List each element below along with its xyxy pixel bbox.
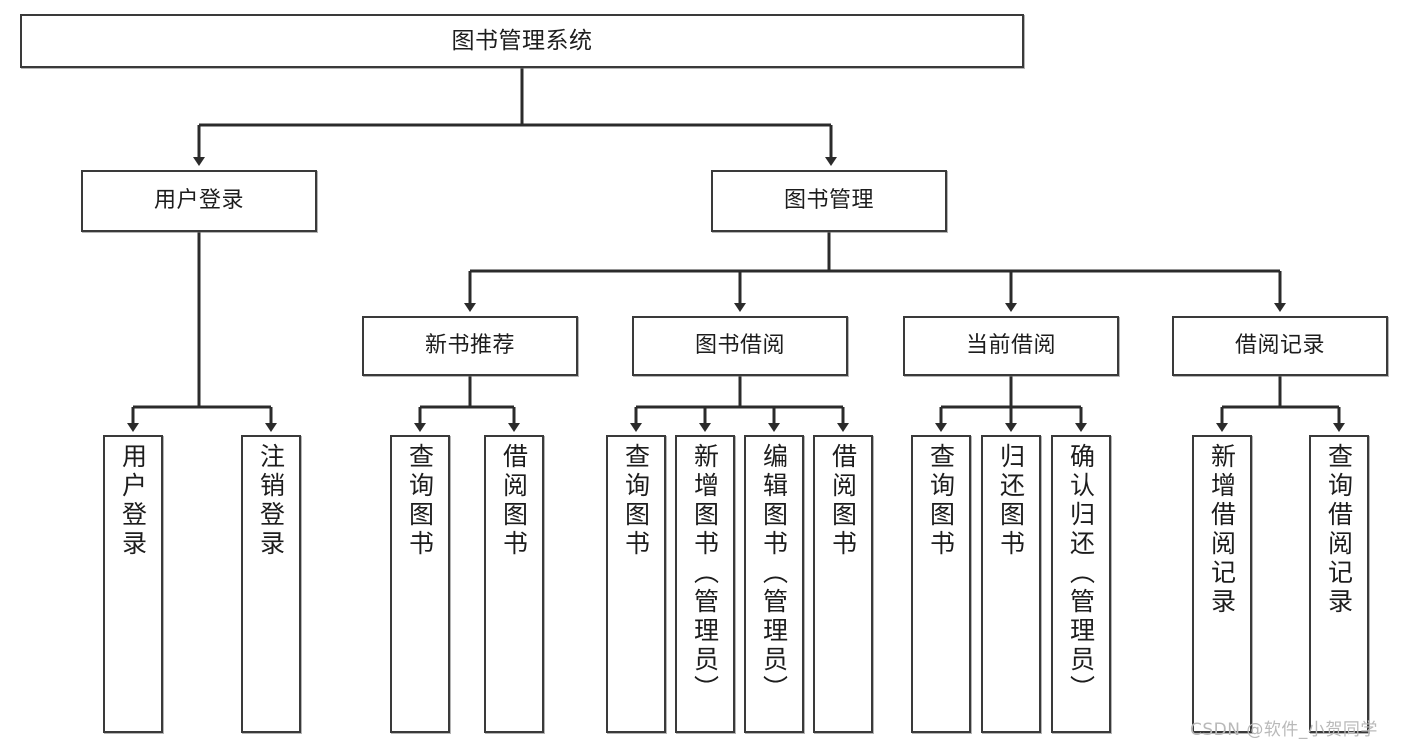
node-root[interactable]: 图书管理系统 [20,14,1024,68]
leaf-add-book-admin-label: 新增图书（管理员） [690,443,720,704]
leaf-return-book[interactable]: 归还图书 [981,435,1041,733]
leaf-user-login-label: 用户登录 [118,443,148,559]
node-book-borrow-label: 图书借阅 [694,333,785,359]
csdn-watermark: CSDN @软件_小贺同学 [1190,720,1378,740]
node-user-login[interactable]: 用户登录 [81,170,317,232]
node-borrow-record-label: 借阅记录 [1234,333,1325,359]
leaf-logout-label: 注销登录 [256,443,286,559]
leaf-edit-book-admin-label: 编辑图书（管理员） [759,443,789,704]
leaf-borrow-book-rec-label: 借阅图书 [499,443,529,559]
leaf-add-borrow-record-label: 新增借阅记录 [1207,443,1237,617]
leaf-return-book-label: 归还图书 [996,443,1026,559]
node-book-management-label: 图书管理 [783,188,874,214]
node-root-label: 图书管理系统 [451,27,593,54]
node-new-book-recommend-label: 新书推荐 [424,333,515,359]
leaf-query-book-current-label: 查询图书 [926,443,956,559]
leaf-borrow-book-label: 借阅图书 [828,443,858,559]
leaf-query-borrow-record[interactable]: 查询借阅记录 [1309,435,1369,733]
leaf-logout[interactable]: 注销登录 [241,435,301,733]
leaf-query-borrow-record-label: 查询借阅记录 [1324,443,1354,617]
leaf-confirm-return-admin[interactable]: 确认归还（管理员） [1051,435,1111,733]
leaf-user-login[interactable]: 用户登录 [103,435,163,733]
leaf-confirm-return-admin-label: 确认归还（管理员） [1066,443,1096,704]
leaf-query-book-rec-label: 查询图书 [405,443,435,559]
node-book-management[interactable]: 图书管理 [711,170,947,232]
leaf-borrow-book[interactable]: 借阅图书 [813,435,873,733]
node-current-borrow-label: 当前借阅 [965,333,1056,359]
leaf-edit-book-admin[interactable]: 编辑图书（管理员） [744,435,804,733]
node-new-book-recommend[interactable]: 新书推荐 [362,316,578,376]
node-current-borrow[interactable]: 当前借阅 [903,316,1119,376]
leaf-query-book-current[interactable]: 查询图书 [911,435,971,733]
leaf-add-borrow-record[interactable]: 新增借阅记录 [1192,435,1252,733]
leaf-add-book-admin[interactable]: 新增图书（管理员） [675,435,735,733]
node-user-login-label: 用户登录 [153,188,244,214]
leaf-query-book-borrow[interactable]: 查询图书 [606,435,666,733]
node-book-borrow[interactable]: 图书借阅 [632,316,848,376]
leaf-borrow-book-rec[interactable]: 借阅图书 [484,435,544,733]
node-borrow-record[interactable]: 借阅记录 [1172,316,1388,376]
leaf-query-book-borrow-label: 查询图书 [621,443,651,559]
leaf-query-book-rec[interactable]: 查询图书 [390,435,450,733]
